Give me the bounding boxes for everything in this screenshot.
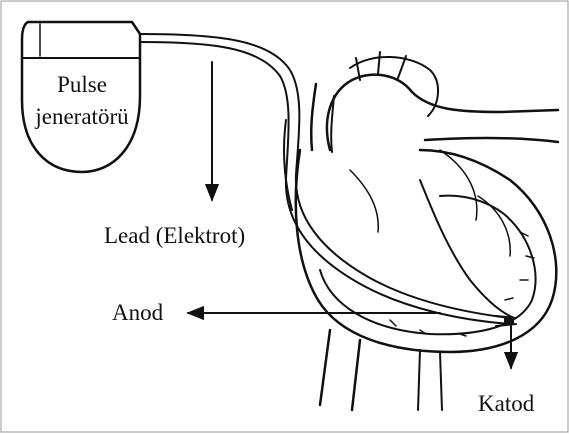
lead-label: Lead (Elektrot) [104, 223, 245, 248]
anode-label: Anod [112, 300, 164, 325]
pulse-generator [22, 22, 140, 172]
cathode-label: Katod [478, 391, 535, 416]
generator-label-line1: Pulse [57, 72, 107, 97]
generator-label-line2: jeneratörü [34, 104, 129, 129]
heart [284, 52, 558, 410]
